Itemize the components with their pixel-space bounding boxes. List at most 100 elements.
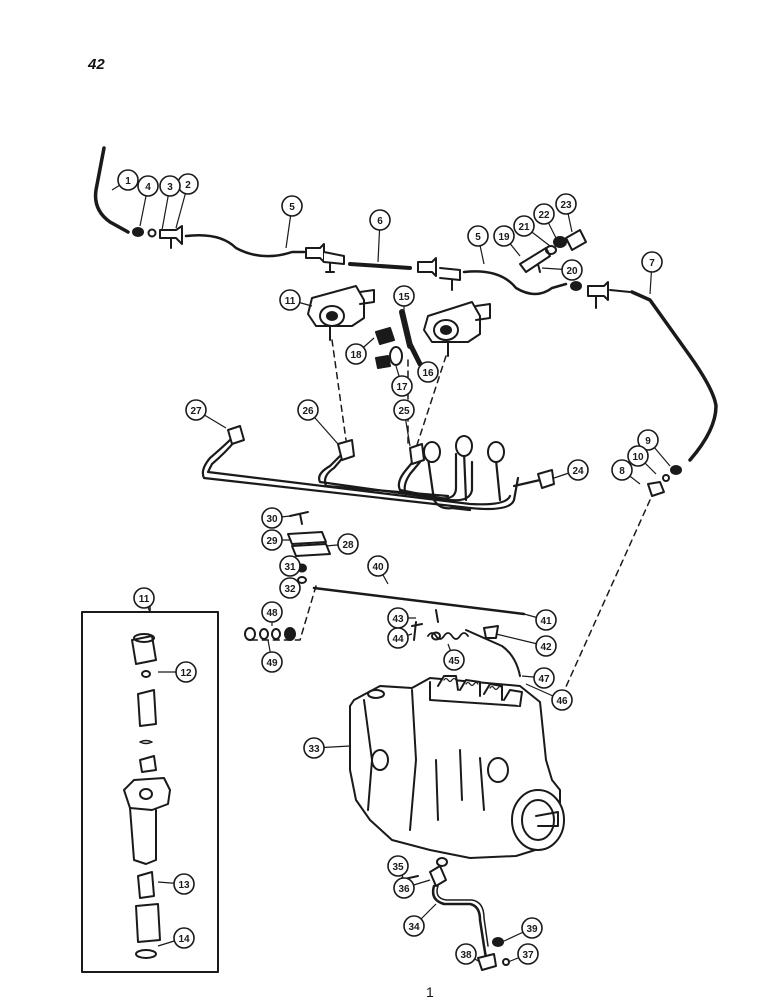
pin-20 [537, 263, 541, 273]
nut-9 [670, 465, 682, 475]
line-nut-26 [337, 439, 355, 461]
callout-label: 33 [308, 744, 320, 755]
callout-label: 37 [522, 950, 534, 961]
callout-9: 9 [637, 429, 659, 451]
callout-label: 16 [422, 368, 434, 379]
callout-label: 7 [649, 258, 655, 269]
callout-48: 48 [261, 601, 283, 623]
callout-20: 20 [561, 259, 583, 281]
clip-42 [483, 625, 499, 639]
callout-12: 12 [175, 661, 197, 683]
callout-label: 1 [125, 176, 131, 187]
callout-17: 17 [391, 375, 413, 397]
rod-40 [312, 586, 526, 616]
callout-label: 9 [645, 436, 651, 447]
callout-1: 1 [117, 169, 139, 191]
callout-21: 21 [513, 215, 535, 237]
callout-label: 10 [632, 452, 644, 463]
callout-label: 44 [392, 634, 404, 645]
callout-label: 4 [145, 182, 151, 193]
callout-label: 20 [566, 266, 578, 277]
callout-46: 46 [551, 689, 573, 711]
callout-label: 28 [342, 540, 354, 551]
callout-11: 11 [279, 289, 301, 311]
callout-5: 5 [281, 195, 303, 217]
pin-43 [435, 609, 439, 623]
callout-36: 36 [393, 877, 415, 899]
stud-16 [407, 341, 423, 367]
callout-label: 39 [526, 924, 538, 935]
callout-45: 45 [443, 649, 465, 671]
callout-2: 2 [177, 173, 199, 195]
nut-18a [375, 327, 395, 345]
footer-mark: 1 [426, 984, 434, 1000]
tee-fitting-c [587, 281, 609, 301]
callout-label: 46 [556, 696, 568, 707]
callout-3: 3 [159, 175, 181, 197]
callout-label: 13 [178, 880, 190, 891]
pipe-34b [436, 885, 489, 947]
washer-21 [545, 245, 557, 255]
nut-48b [284, 627, 296, 641]
washer-49a [259, 628, 269, 640]
callout-label: 19 [498, 232, 510, 243]
cap-23 [565, 229, 587, 251]
bolt-30 [289, 511, 309, 525]
callout-label: 18 [350, 350, 362, 361]
callout-label: 3 [167, 182, 173, 193]
line-nut-24 [537, 469, 555, 489]
pipe-1 [93, 146, 130, 234]
pin-44 [411, 621, 423, 641]
callout-38: 38 [455, 943, 477, 965]
callout-23: 23 [555, 193, 577, 215]
callout-31: 31 [279, 555, 301, 577]
fitting-8 [647, 481, 665, 497]
callout-18: 18 [345, 343, 367, 365]
callout-label: 48 [266, 608, 278, 619]
pipe-6 [348, 262, 412, 270]
callout-40: 40 [367, 555, 389, 577]
inset-injector [123, 633, 171, 959]
callout-14: 14 [173, 927, 195, 949]
callout-label: 29 [266, 536, 278, 547]
callout-11: 11 [133, 587, 155, 609]
callout-7: 7 [641, 251, 663, 273]
ring-22 [553, 236, 567, 248]
washer-3 [147, 228, 157, 238]
callout-4: 4 [137, 175, 159, 197]
callout-label: 22 [538, 210, 550, 221]
callout-label: 42 [540, 642, 552, 653]
callout-label: 6 [377, 216, 383, 227]
fuel-line-5-right [462, 270, 568, 296]
injector-right [423, 301, 491, 357]
callout-29: 29 [261, 529, 283, 551]
callout-27: 27 [185, 399, 207, 421]
callout-label: 5 [475, 232, 481, 243]
link-rod-47 [465, 629, 521, 677]
callout-label: 5 [289, 202, 295, 213]
callout-15: 15 [393, 285, 415, 307]
nut-18b [375, 355, 391, 369]
fitting-38 [477, 953, 497, 971]
callout-16: 16 [417, 361, 439, 383]
injector-left [307, 285, 375, 341]
callout-34: 34 [403, 915, 425, 937]
callout-24: 24 [567, 459, 589, 481]
callout-label: 8 [619, 466, 625, 477]
callout-39: 39 [521, 917, 543, 939]
washer-49b [271, 628, 281, 640]
callout-26: 26 [297, 399, 319, 421]
callout-33: 33 [303, 737, 325, 759]
callout-label: 12 [180, 668, 192, 679]
nut-4 [132, 227, 144, 237]
callout-28: 28 [337, 533, 359, 555]
washer-48a [244, 627, 256, 641]
callout-label: 21 [518, 222, 530, 233]
nozzle-19 [519, 247, 551, 273]
washer-32 [297, 576, 307, 584]
tee-fitting-a [305, 243, 325, 263]
callout-25: 25 [393, 399, 415, 421]
callout-label: 30 [266, 514, 278, 525]
fuel-line-5-left [184, 234, 306, 258]
callout-label: 35 [392, 862, 404, 873]
